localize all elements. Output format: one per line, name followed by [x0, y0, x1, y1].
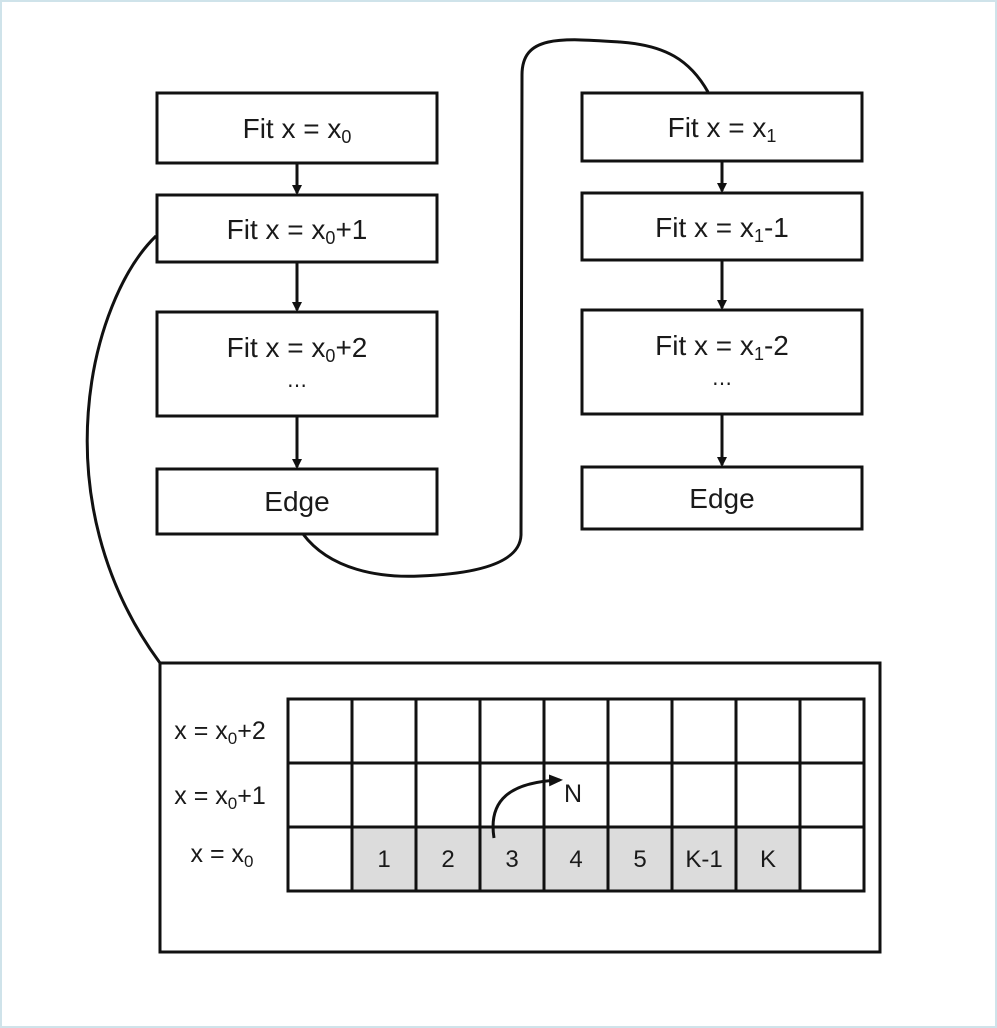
left-box-3-ellipsis: … — [287, 368, 307, 392]
neighbor-arrow — [491, 774, 563, 839]
row-label-x0: x = x0 — [191, 840, 254, 871]
detail-panel: x = x0+2 x = x0+1 x = x0 1 2 3 4 5 K-1 K N — [158, 661, 882, 954]
grid-cell-r1-c2 — [414, 761, 482, 829]
grid-cell-r1-c5 — [606, 761, 674, 829]
svg-text:Fit x = x1-1: Fit x = x1-1 — [655, 212, 789, 246]
cell-label-k: K — [760, 846, 776, 873]
grid-cell-r2-c7 — [734, 825, 802, 893]
left-chain: Fit x = x0 Fit x = x0+1 Fit x = x0+2 … E… — [155, 91, 439, 536]
connector-left-to-detail — [85, 234, 162, 664]
svg-text:Fit x = x0+2: Fit x = x0+2 — [227, 332, 368, 366]
grid-cell-r2-c5 — [606, 825, 674, 893]
left-box-fit-x0: Fit x = x0 — [155, 91, 439, 165]
right-box-fit-x1-minus-1: Fit x = x1-1 — [580, 191, 864, 262]
grid-cell-r0-c7 — [734, 697, 802, 765]
right-box-1-text: Fit x = x — [668, 112, 767, 143]
right-box-4-text: Edge — [689, 483, 754, 514]
left-box-2-text: Fit x = x — [227, 214, 326, 245]
cell-label-k-1: K-1 — [685, 846, 722, 873]
cell-label-2: 2 — [441, 846, 454, 873]
left-box-1-sub: 0 — [341, 127, 351, 147]
right-box-edge: Edge — [580, 465, 864, 531]
grid-cell-r1-c0 — [286, 761, 354, 829]
grid-cell-r1-c8 — [798, 761, 866, 829]
grid-cell-r2-c3 — [478, 825, 546, 893]
grid-cell-r1-c1 — [350, 761, 418, 829]
row-label-x0-plus-1: x = x0+1 — [174, 782, 265, 813]
grid-row-labels: x = x0+2 x = x0+1 x = x0 — [174, 717, 265, 871]
left-box-fit-x0-plus-2: Fit x = x0+2 … — [155, 310, 439, 418]
grid-cell-r2-c2 — [414, 825, 482, 893]
neighbor-label: N — [564, 780, 582, 808]
grid-cell-r0-c8 — [798, 697, 866, 765]
cell-label-4: 4 — [569, 846, 582, 873]
left-box-1-text: Fit x = x — [243, 113, 342, 144]
right-box-fit-x1: Fit x = x1 — [580, 91, 864, 163]
right-box-3-ellipsis: … — [712, 366, 732, 390]
right-box-2-sub: 1 — [754, 226, 764, 246]
right-box-2-tail: -1 — [764, 212, 789, 243]
right-box-2-text: Fit x = x — [655, 212, 754, 243]
left-box-3-text: Fit x = x — [227, 332, 326, 363]
svg-text:Fit x = x0: Fit x = x0 — [243, 113, 352, 147]
grid-cell-r1-c7 — [734, 761, 802, 829]
grid-cell-r2-c0 — [286, 825, 354, 893]
svg-text:Fit x = x1-2: Fit x = x1-2 — [655, 330, 789, 364]
cell-label-3: 3 — [505, 846, 518, 873]
grid-cell-r0-c5 — [606, 697, 674, 765]
cell-label-1: 1 — [377, 846, 390, 873]
cell-grid: 1 2 3 4 5 K-1 K — [286, 697, 866, 893]
svg-text:Fit x = x0+1: Fit x = x0+1 — [227, 214, 368, 248]
grid-cell-r0-c2 — [414, 697, 482, 765]
grid-cell-r1-c6 — [670, 761, 738, 829]
left-box-3-tail: +2 — [335, 332, 367, 363]
grid-cell-r0-c6 — [670, 697, 738, 765]
grid-cell-r0-c0 — [286, 697, 354, 765]
grid-cell-r2-c4 — [542, 825, 610, 893]
cell-label-5: 5 — [633, 846, 646, 873]
right-box-3-sub: 1 — [754, 344, 764, 364]
grid-cell-r0-c4 — [542, 697, 610, 765]
grid-cell-r1-c3 — [478, 761, 546, 829]
right-box-3-tail: -2 — [764, 330, 789, 361]
left-box-2-tail: +1 — [335, 214, 367, 245]
grid-cell-r2-c8 — [798, 825, 866, 893]
grid-cell-r0-c1 — [350, 697, 418, 765]
left-box-4-text: Edge — [264, 486, 329, 517]
grid-cell-r0-c3 — [478, 697, 546, 765]
left-box-2-sub: 0 — [325, 228, 335, 248]
right-box-1-sub: 1 — [766, 126, 776, 146]
svg-text:Fit x = x1: Fit x = x1 — [668, 112, 777, 146]
left-box-fit-x0-plus-1: Fit x = x0+1 — [155, 193, 439, 264]
left-box-3-sub: 0 — [325, 346, 335, 366]
right-chain: Fit x = x1 Fit x = x1-1 Fit x = x1-2 … E… — [580, 91, 864, 531]
connector-edge-to-right-start — [301, 38, 710, 578]
left-box-edge: Edge — [155, 467, 439, 536]
right-box-3-text: Fit x = x — [655, 330, 754, 361]
right-box-fit-x1-minus-2: Fit x = x1-2 … — [580, 308, 864, 416]
row-label-x0-plus-2: x = x0+2 — [174, 717, 265, 748]
